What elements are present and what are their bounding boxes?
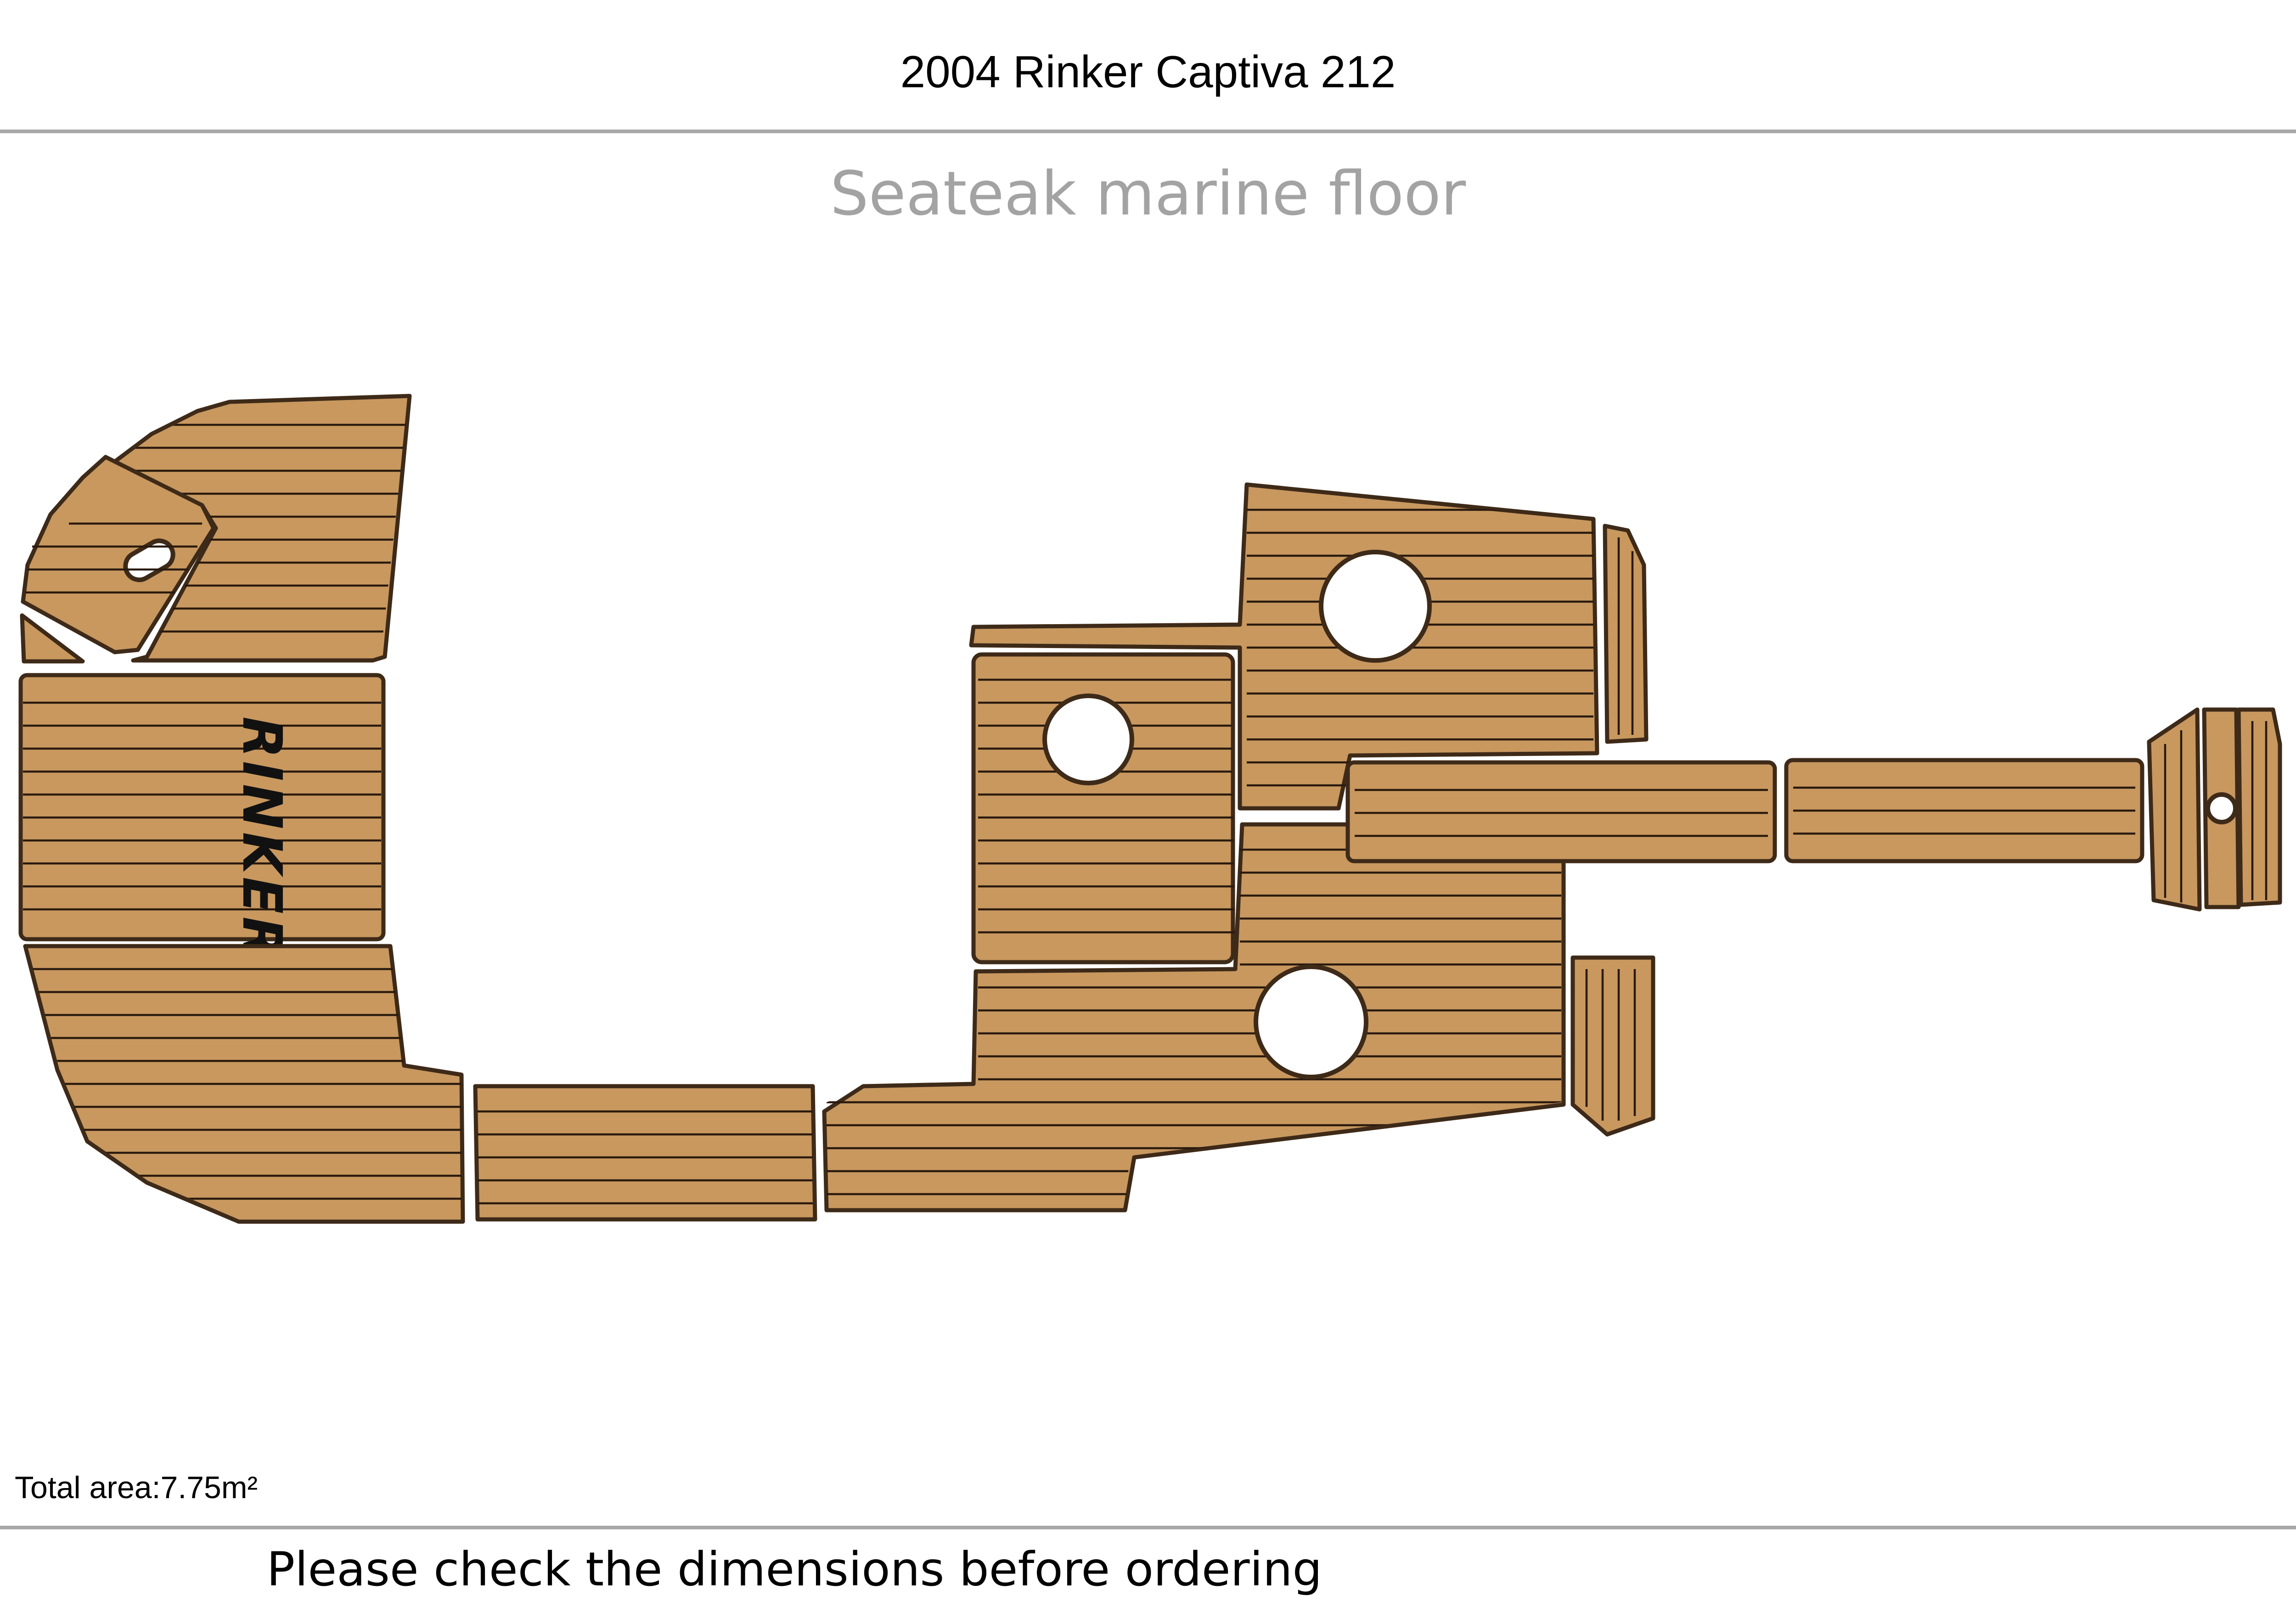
page-title: 2004 Rinker Captiva 212 <box>900 46 1396 97</box>
pad-left-middle: RINKER <box>18 673 386 961</box>
pad-hatch <box>971 652 1235 964</box>
top-divider <box>0 130 2296 133</box>
bottom-divider <box>0 1526 2296 1529</box>
total-area-label: Total area:7.75m² <box>15 1470 258 1505</box>
rinker-logo: RINKER <box>231 716 294 961</box>
pad-left-lower <box>23 944 465 1224</box>
pad-side-upper <box>1603 524 1649 744</box>
pad-side-lower <box>1570 955 1655 1137</box>
pad-bow-upper <box>113 394 412 663</box>
pad-swim-center <box>2202 707 2241 909</box>
page-subtitle: Seateak marine floor <box>830 158 1466 229</box>
pad-walkway-strip-1 <box>1345 760 1777 863</box>
pad-bow-tip <box>20 613 85 664</box>
footer-note: Please check the dimensions before order… <box>266 1542 1322 1597</box>
pad-cockpit-upper <box>969 482 1599 811</box>
pad-swim-left <box>2147 707 2202 912</box>
pad-walkway-strip-2 <box>1784 758 2144 863</box>
pad-lower-strip <box>473 1084 817 1222</box>
pad-bow-corner <box>21 455 216 654</box>
